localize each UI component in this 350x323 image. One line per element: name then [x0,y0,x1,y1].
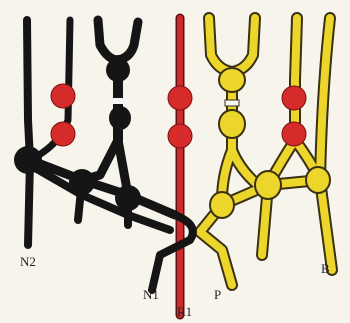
label-n2: N2 [20,255,36,268]
black-knot [109,106,131,130]
yellow-knot [255,171,281,199]
label-b: B [321,262,330,275]
label-p: P [214,288,221,301]
yellow-knot-highlight [225,100,239,106]
red-bead [51,122,75,146]
black-knot [115,185,141,211]
black-knot [106,58,130,82]
red-bead [168,124,192,148]
red-bead [168,86,192,110]
red-bead [282,122,306,146]
black-knot [69,169,95,195]
black-knot [14,146,42,174]
black-knot-highlight [111,98,127,104]
red-bead [51,84,75,108]
label-r1: R1 [177,305,192,318]
yellow-knot [306,167,330,193]
label-n1: N1 [143,288,159,301]
red-bead [282,86,306,110]
yellow-knot [219,110,245,138]
yellow-knot [210,192,234,218]
yellow-knot [219,68,245,92]
